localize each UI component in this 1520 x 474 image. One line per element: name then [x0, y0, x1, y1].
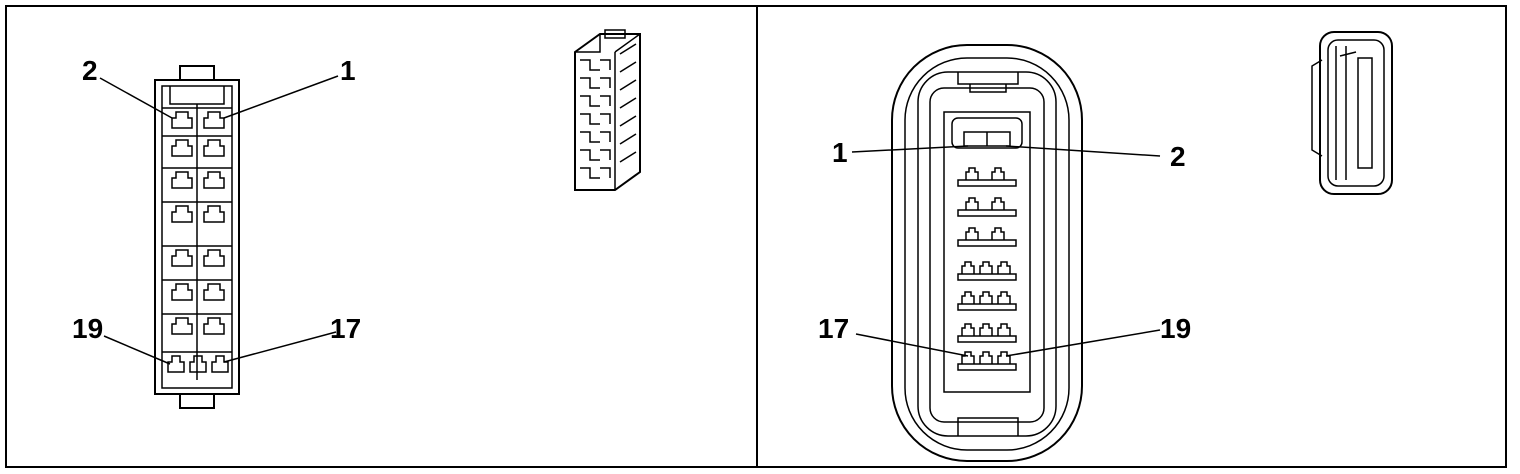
label-pin-19-left: 19	[72, 313, 103, 344]
connector-isometric-thumbnail-left	[574, 29, 641, 191]
terminal-cavity	[171, 111, 193, 129]
terminal-cavity	[203, 171, 225, 189]
left-panel-frame	[5, 5, 758, 468]
thumbnail-slot	[600, 149, 611, 160]
terminal-cavity	[965, 197, 979, 210]
connector-isometric-thumbnail-right	[1311, 31, 1393, 195]
label-pin-17-right: 17	[818, 313, 849, 344]
cavity-shelf	[957, 363, 1017, 371]
terminal-cavity	[965, 227, 979, 240]
right-panel-frame	[756, 5, 1507, 468]
terminal-cavity	[997, 351, 1011, 364]
thumbnail-slot	[580, 131, 600, 143]
leader-line-pin-1-left	[223, 75, 339, 119]
thumbnail-edge-mark	[619, 79, 637, 91]
thumbnail-slot	[600, 167, 611, 178]
thumbnail-edge-mark	[619, 151, 637, 163]
thumbnail-slot	[580, 167, 600, 179]
terminal-cavity	[961, 261, 975, 274]
cavity-shelf	[957, 209, 1017, 217]
label-pin-19-right: 19	[1160, 313, 1191, 344]
terminal-cavity	[203, 317, 225, 335]
terminal-cavity	[991, 197, 1005, 210]
cavity-shelf	[957, 179, 1017, 187]
thumbnail-slot	[580, 113, 600, 125]
thumbnail-edge-mark	[619, 133, 637, 145]
cavity-shelf	[957, 239, 1017, 247]
thumbnail-edge-mark	[619, 43, 637, 55]
terminal-cavity	[961, 351, 975, 364]
terminal-cavity	[203, 249, 225, 267]
terminal-cavity	[979, 323, 993, 336]
terminal-cavity	[189, 355, 207, 373]
thumbnail-slot	[600, 113, 611, 124]
label-pin-2-right: 2	[1170, 141, 1186, 172]
leader-line-pin-2-right	[1005, 145, 1161, 157]
terminal-cavity	[171, 171, 193, 189]
terminal-cavity	[979, 261, 993, 274]
terminal-cavity	[171, 205, 193, 223]
terminal-cavity	[203, 139, 225, 157]
terminal-cavity	[171, 139, 193, 157]
terminal-cavity	[979, 291, 993, 304]
terminal-cavity	[211, 355, 229, 373]
thumbnail-slot	[580, 77, 600, 89]
terminal-cavity	[961, 291, 975, 304]
leader-line-pin-1-right	[851, 145, 969, 153]
thumbnail-slot	[600, 77, 611, 88]
terminal-cavity	[171, 249, 193, 267]
thumbnail-slot	[600, 131, 611, 142]
cavity-shelf	[957, 335, 1017, 343]
terminal-cavity	[991, 227, 1005, 240]
terminal-cavity	[203, 205, 225, 223]
thumbnail-edge-mark	[619, 61, 637, 73]
leader-line-pin-17-left	[223, 331, 337, 363]
terminal-cavity	[991, 167, 1005, 180]
terminal-cavity	[997, 291, 1011, 304]
label-pin-2-left: 2	[82, 55, 98, 86]
terminal-cavity	[171, 283, 193, 301]
thumbnail-slot	[600, 95, 611, 106]
left-connector-face	[154, 65, 240, 409]
terminal-cavity	[203, 111, 225, 129]
leader-line-pin-2-left	[99, 77, 173, 119]
leader-line-pin-19-right	[1005, 329, 1161, 357]
label-pin-1-right: 1	[832, 137, 848, 168]
thumbnail-slot	[580, 149, 600, 161]
cavity-shelf	[957, 273, 1017, 281]
terminal-cavity	[961, 323, 975, 336]
terminal-cavity	[167, 355, 185, 373]
thumbnail-slot	[580, 95, 600, 107]
label-pin-1-left: 1	[340, 55, 356, 86]
terminal-cavity	[997, 323, 1011, 336]
terminal-cavity	[203, 283, 225, 301]
thumbnail-edge-mark	[619, 97, 637, 109]
leader-line-pin-17-right	[855, 333, 969, 357]
terminal-cavity	[171, 317, 193, 335]
thumbnail-slot	[600, 59, 611, 70]
label-pin-17-left: 17	[330, 313, 361, 344]
thumbnail-edge-mark	[619, 115, 637, 127]
leader-line-pin-19-left	[103, 335, 171, 365]
terminal-cavity	[965, 167, 979, 180]
thumbnail-slot	[580, 59, 600, 71]
right-connector-face	[891, 44, 1083, 462]
cavity-shelf	[957, 303, 1017, 311]
terminal-cavity	[979, 351, 993, 364]
terminal-cavity	[997, 261, 1011, 274]
